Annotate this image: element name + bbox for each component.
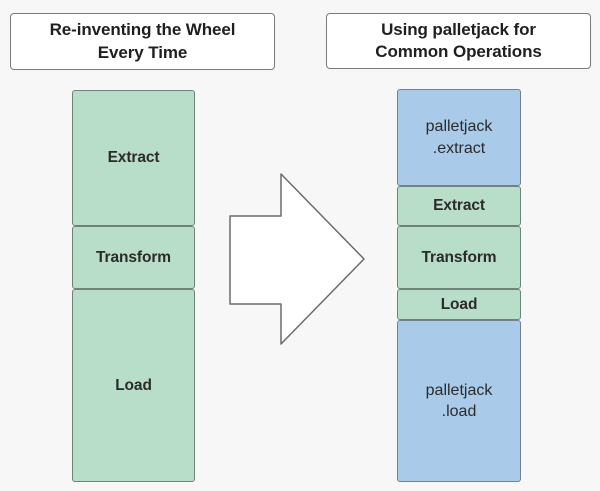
stack-block-transform: Transform xyxy=(397,226,521,289)
left-title-line-2: Every Time xyxy=(97,42,188,62)
stack-block-transform: Transform xyxy=(72,226,195,289)
stack-block-label: palletjack .load xyxy=(425,381,493,420)
stack-block-label: Transform xyxy=(96,248,171,266)
right-title-text: Using palletjack for Common Operations xyxy=(375,19,542,64)
right-arrow-shape xyxy=(229,173,365,345)
left-title-box: Re-inventing the Wheel Every Time xyxy=(10,13,275,70)
stack-block-label: Load xyxy=(440,295,478,313)
stack-block-extract: Extract xyxy=(397,186,521,226)
palletjack-etl-stack: palletjack .extract Extract Transform Lo… xyxy=(397,89,521,482)
stack-block-label: Load xyxy=(115,376,152,394)
right-arrow xyxy=(225,168,370,350)
stack-block-label: Transform xyxy=(421,248,497,266)
stack-block-palletjack-extract: palletjack .extract xyxy=(397,89,521,186)
right-title-box: Using palletjack for Common Operations xyxy=(326,13,591,69)
manual-etl-stack: Extract Transform Load xyxy=(72,90,195,482)
stack-block-label: Extract xyxy=(433,197,485,214)
left-title-line-1: Re-inventing the Wheel xyxy=(49,20,236,40)
stack-block-load: Load xyxy=(72,289,195,482)
stack-block-label: Extract xyxy=(107,149,160,166)
right-title-line-2: Common Operations xyxy=(375,42,542,61)
stack-block-extract: Extract xyxy=(72,90,195,226)
right-title-line-1: Using palletjack for xyxy=(381,19,536,39)
stack-block-load: Load xyxy=(397,289,521,320)
stack-block-palletjack-load: palletjack .load xyxy=(397,320,521,482)
left-title-text: Re-inventing the Wheel Every Time xyxy=(50,19,236,64)
stack-block-label: palletjack .extract xyxy=(425,118,493,157)
